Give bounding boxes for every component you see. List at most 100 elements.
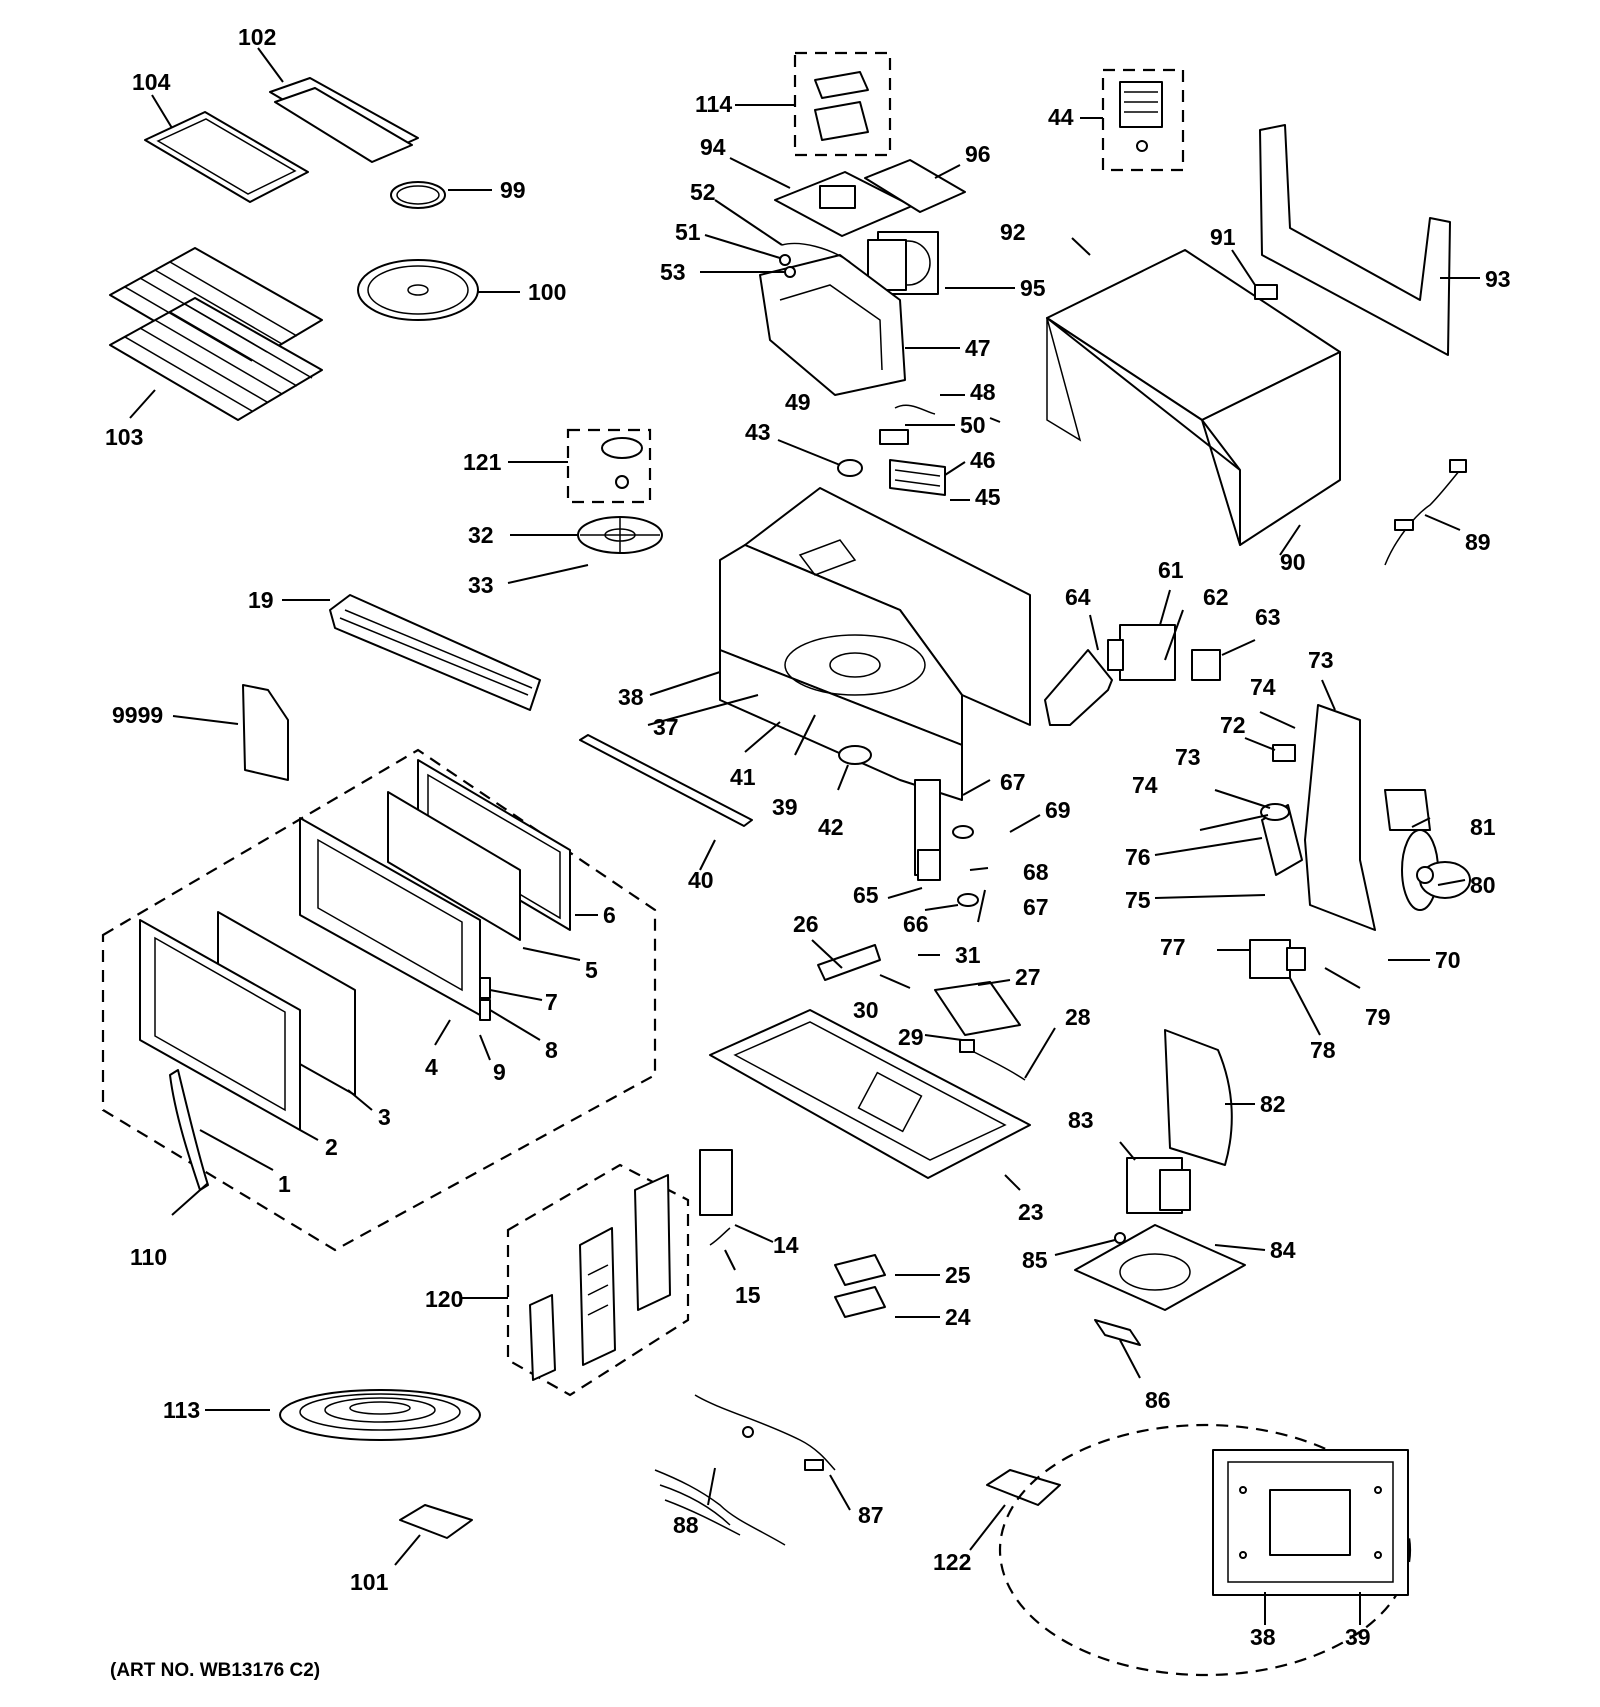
blower-95 [867,231,939,295]
callout-1: 1 [278,1171,291,1197]
callout-62: 62 [1203,584,1229,610]
callout-48: 48 [970,379,996,405]
group-box-120 [506,1163,690,1397]
callout-84: 84 [1270,1237,1296,1263]
callout-91: 91 [1210,224,1236,250]
callout-89: 89 [1465,529,1491,555]
group-box-121 [566,428,652,504]
callout-33: 33 [468,572,494,598]
roller-32 [577,516,663,554]
filter-25 [834,1254,886,1286]
callout-121: 121 [463,449,502,475]
fan-motor-78 [1249,939,1306,979]
callout-66: 66 [903,911,929,937]
packet-122 [986,1469,1061,1506]
callout-92: 92 [1000,219,1026,245]
callout-100: 100 [528,279,566,305]
callout-102: 102 [238,24,276,50]
callout-2: 2 [325,1134,338,1160]
bracket-63 [1191,649,1221,681]
art-number: (ART NO. WB13176 C2) [110,1660,321,1681]
callout-90: 90 [1280,549,1306,575]
callout-83: 83 [1068,1107,1094,1133]
callout-39b: 39 [1345,1624,1371,1650]
callout-53: 53 [660,259,686,285]
callout-82: 82 [1260,1091,1286,1117]
callout-3: 3 [378,1104,391,1130]
callout-103: 103 [105,424,143,450]
callout-5: 5 [585,957,598,983]
packet-101 [399,1504,473,1539]
callout-77: 77 [1160,934,1186,960]
callout-37: 37 [653,714,679,740]
callout-94: 94 [700,134,726,160]
callout-41: 41 [730,764,756,790]
outer-case-90 [1046,249,1341,546]
control-panel-120 [529,1174,671,1381]
mica-46 [889,459,946,496]
harness-88-87 [654,1394,836,1546]
callout-95: 95 [1020,275,1046,301]
callout-42: 42 [818,814,844,840]
label-9999 [242,684,289,781]
tray-100 [357,259,479,321]
control-bracket-70 [1304,704,1376,931]
callout-51: 51 [675,219,701,245]
callout-68: 68 [1023,859,1049,885]
base-84 [1074,1224,1246,1311]
callout-113: 113 [163,1397,200,1423]
ring-99 [390,181,446,209]
callout-14: 14 [773,1232,799,1258]
cover-24 [834,1286,886,1318]
callout-72: 72 [1220,712,1246,738]
tray-113 [279,1389,481,1441]
callout-64: 64 [1065,584,1091,610]
callout-4: 4 [425,1054,438,1080]
callout-43: 43 [745,419,771,445]
callout-30: 30 [853,997,879,1023]
handle-1 [169,1069,209,1191]
callout-38b: 38 [1250,1624,1276,1650]
callout-73a: 73 [1308,647,1334,673]
callout-44: 44 [1048,104,1074,130]
fan-blade-80 [1401,829,1471,911]
callout-87: 87 [858,1502,884,1528]
callout-101: 101 [350,1569,389,1595]
mounting-plate-93 [1259,124,1451,356]
wire-15 [709,1227,731,1246]
power-cord-89 [1384,459,1467,566]
callout-50: 50 [960,412,986,438]
thermal-72 [1272,744,1296,762]
callout-104: 104 [132,69,171,95]
callout-46: 46 [970,447,996,473]
callout-73b: 73 [1175,744,1201,770]
callout-labels: 104 102 99 100 103 114 94 96 52 51 53 95… [105,24,1511,1650]
magnetron-61 [1107,624,1176,681]
callout-70: 70 [1435,947,1461,973]
callout-52: 52 [690,179,716,205]
interlock-switches [914,779,979,907]
callout-7: 7 [545,989,558,1015]
callout-45: 45 [975,484,1001,510]
callout-9999: 9999 [112,702,163,728]
stirrer-motor-42 [838,745,872,765]
grille-96 [864,159,966,213]
grille-44 [1119,81,1163,152]
callout-25: 25 [945,1262,971,1288]
callout-38: 38 [618,684,644,710]
glass-5 [387,791,521,941]
callout-86: 86 [1145,1387,1171,1413]
callout-8: 8 [545,1037,558,1063]
template-inset [1212,1449,1409,1596]
bracket-86 [1094,1319,1141,1346]
leader-lines [129,47,1480,1625]
callout-76: 76 [1125,844,1151,870]
housing-47 [759,254,906,396]
filter-104 [144,111,309,203]
callout-31: 31 [955,942,981,968]
callout-93: 93 [1485,266,1511,292]
callout-67b: 67 [1023,894,1049,920]
bottom-plate-23 [709,1009,1031,1179]
group-box-44 [1101,68,1185,172]
